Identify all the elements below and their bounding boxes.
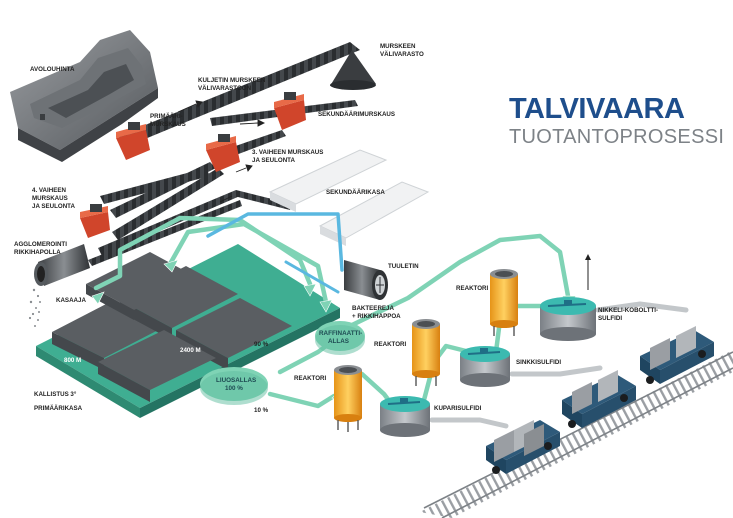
solution-pond — [200, 367, 268, 405]
train-wagons — [486, 326, 714, 474]
label-secondary-heap: SEKUNDÄÄRIKASA — [326, 189, 385, 196]
tank-zinc — [460, 346, 510, 387]
agglomeration-drum — [28, 244, 90, 327]
label-conveyor-2: VÄLIVARASTOON — [198, 85, 252, 92]
label-blower: TUULETIN — [388, 263, 419, 270]
label-solution-pond: LIUOSALLAS — [216, 377, 256, 384]
label-10-percent: 10 % — [254, 407, 269, 414]
label-dim-800: 800 M — [64, 357, 81, 364]
fourth-stage-crusher — [80, 204, 110, 238]
label-fourth-stage-3: JA SEULONTA — [32, 203, 76, 210]
label-slope: KALLISTUS 3° — [34, 391, 77, 398]
secondary-crusher — [274, 92, 306, 130]
label-ore-storage: MURSKEEN — [380, 43, 416, 50]
raffinate-pond — [315, 321, 365, 355]
railway-track — [420, 350, 733, 518]
brand-block: TALVIVAARA TUOTANTOPROSESSI — [509, 94, 724, 148]
primary-crusher — [116, 122, 150, 160]
blower — [344, 260, 388, 300]
label-copper-sulfide: KUPARISULFIDI — [434, 405, 482, 412]
label-bacteria: BAKTEEREJA — [352, 305, 394, 312]
third-stage-crusher — [206, 134, 240, 172]
label-third-stage-2: JA SEULONTA — [252, 157, 296, 164]
label-reactor-1: REAKTORI — [294, 375, 326, 382]
reactor-1 — [334, 365, 362, 432]
label-dim-2400: 2400 M — [180, 347, 201, 354]
tank-copper — [380, 396, 430, 437]
label-primary-heap: PRIMÄÄRIKASA — [34, 405, 83, 412]
label-agglomeration-2: RIKKIHAPOLLA — [14, 249, 61, 256]
label-third-stage: 3. VAIHEEN MURSKAUS — [252, 149, 323, 156]
reactor-2 — [412, 319, 440, 386]
label-fourth-stage-2: MURSKAUS — [32, 195, 68, 202]
label-90-percent: 90 % — [254, 341, 269, 348]
label-zinc-sulfide: SINKKISULFIDI — [516, 359, 561, 366]
label-nickel-cobalt: NIKKELI-KOBOLTTI- — [598, 307, 658, 314]
conveyor-arrows — [177, 100, 266, 203]
tank-nickel-cobalt — [540, 297, 596, 341]
secondary-heap — [268, 149, 430, 246]
label-solution-pond-2: 100 % — [225, 385, 243, 392]
label-secondary-crushing: SEKUNDÄÄRIMURSKAUS — [318, 111, 395, 118]
primary-heap — [36, 244, 340, 418]
diagram-labels: AVOLOUHINTA KULJETIN MURSKEEN VÄLIVARAST… — [14, 43, 658, 414]
label-raffinate-pond-2: ALLAS — [328, 338, 349, 345]
solution-pipes — [93, 212, 689, 429]
label-primary-crushing-2: MURSKAUS — [150, 121, 186, 128]
label-open-pit: AVOLOUHINTA — [30, 66, 75, 73]
label-reactor-2: REAKTORI — [374, 341, 406, 348]
reactor-3 — [490, 269, 518, 336]
ore-storage — [330, 50, 376, 90]
label-ore-storage-2: VÄLIVARASTO — [380, 51, 424, 58]
label-conveyor: KULJETIN MURSKEEN — [198, 77, 266, 84]
brand-subtitle: TUOTANTOPROSESSI — [509, 126, 725, 148]
label-stacker: KASAAJA — [56, 297, 86, 304]
label-primary-crushing: PRIMÄÄRI- — [150, 113, 183, 120]
label-nickel-cobalt-2: SULFIDI — [598, 315, 622, 322]
label-bacteria-2: + RIKKIHAPPOA — [352, 313, 401, 320]
open-pit — [10, 30, 158, 162]
label-agglomeration: AGGLOMEROINTI — [14, 241, 67, 248]
label-reactor-3: REAKTORI — [456, 285, 488, 292]
label-raffinate-pond: RAFFINAATTI- — [319, 330, 362, 337]
output-arrow — [585, 254, 591, 290]
brand-title: TALVIVAARA — [509, 93, 685, 125]
label-fourth-stage: 4. VAIHEEN — [32, 187, 66, 194]
